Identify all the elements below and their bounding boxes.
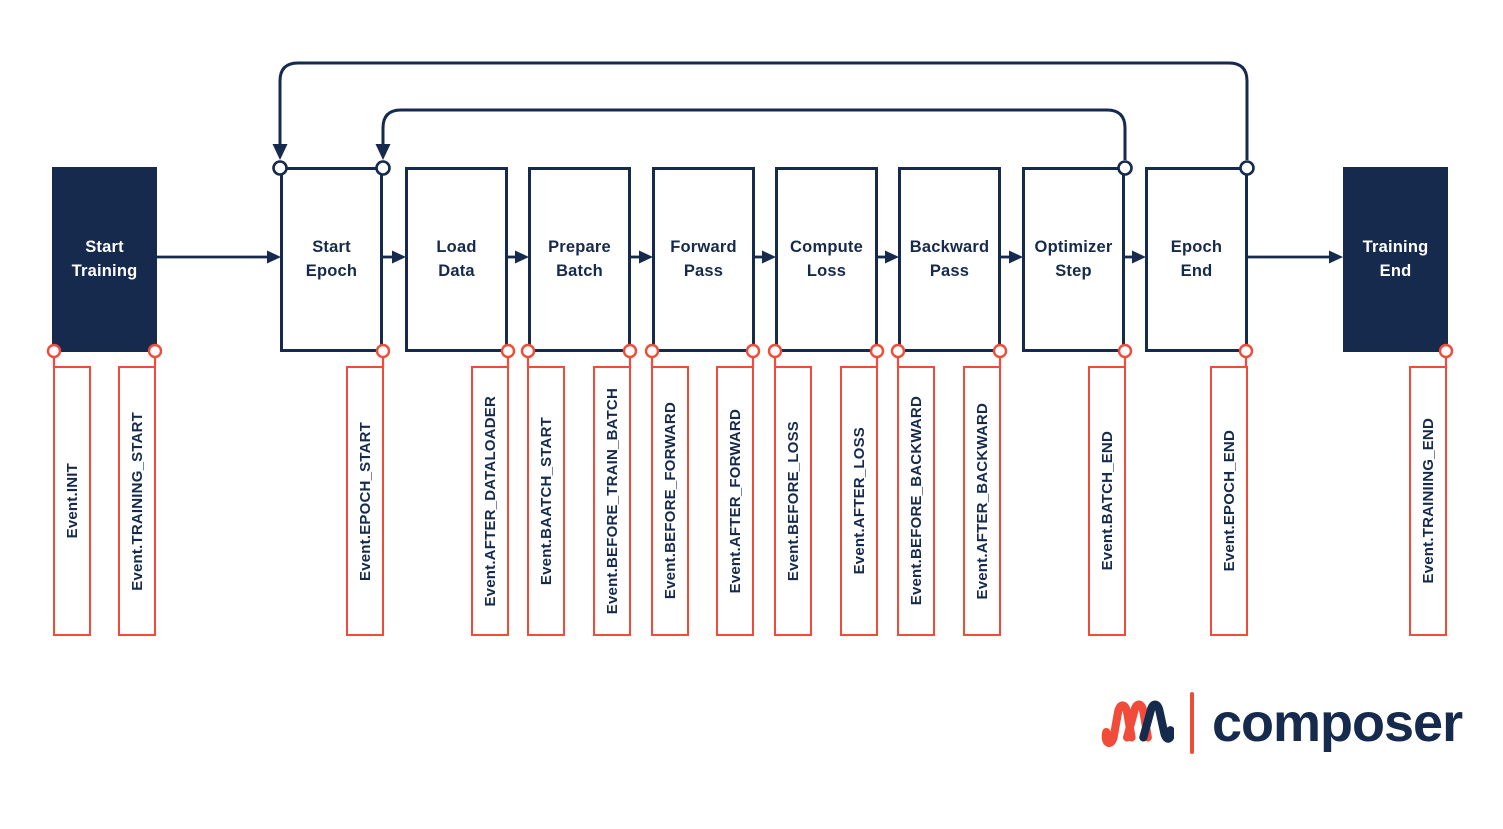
event-label-text: Event.INIT [63, 463, 81, 539]
arrowhead-right [639, 250, 653, 264]
flow-box-forward-pass: Forward Pass [652, 167, 755, 352]
flow-box-start-epoch: Start Epoch [280, 167, 383, 352]
event-label-after-loss: Event.AFTER_LOSS [840, 366, 878, 636]
arrowhead-right [392, 250, 406, 264]
event-label-text: Event.BEFORE_BACKWARD [907, 396, 925, 606]
event-label-text: Event.BAATCH_START [537, 416, 555, 586]
event-label-text: Event.EPOCH_END [1220, 430, 1238, 572]
event-label-text: Event.AFTER_BACKWARD [973, 402, 991, 600]
arrowhead-right [885, 250, 899, 264]
event-label-text: Event.AFTER_FORWARD [726, 408, 744, 594]
flow-box-optimizer-step: Optimizer Step [1022, 167, 1125, 352]
event-label-text: Event.TRAINIING_END [1419, 418, 1437, 584]
event-label-init: Event.INIT [53, 366, 91, 636]
event-label-text: Event.EPOCH_START [356, 421, 374, 581]
composer-wordmark: composer [1212, 693, 1463, 753]
flow-box-label: Start Epoch [305, 237, 358, 280]
event-label-before-loss: Event.BEFORE_LOSS [774, 366, 812, 636]
flow-box-label: Compute Loss [790, 237, 863, 280]
flow-box-label: Epoch End [1170, 237, 1223, 280]
event-label-text: Event.BEFORE_TRAIN_BATCH [603, 387, 621, 615]
arrowhead-right [762, 250, 776, 264]
event-label-text: Event.AFTER_DATALOADER [481, 395, 499, 607]
arrowhead-right [515, 250, 529, 264]
flow-box-compute-loss: Compute Loss [775, 167, 878, 352]
flow-box-label: Forward Pass [670, 237, 737, 280]
flow-box-label: Training End [1362, 237, 1429, 280]
arrowhead-right [1132, 250, 1146, 264]
flow-box-label: Prepare Batch [548, 237, 611, 280]
flow-box-label: Start Training [71, 237, 138, 280]
arrowhead-right [267, 250, 281, 264]
event-label-text: Event.TRAINING_START [128, 411, 146, 591]
flow-box-start-training: Start Training [52, 167, 157, 352]
arrowhead-right [1009, 250, 1023, 264]
event-label-before-backward: Event.BEFORE_BACKWARD [897, 366, 935, 636]
event-label-text: Event.BEFORE_LOSS [784, 420, 802, 582]
loop-arrow-batch [375, 108, 1127, 160]
event-label-after-forward: Event.AFTER_FORWARD [716, 366, 754, 636]
flow-box-epoch-end: Epoch End [1145, 167, 1248, 352]
event-label-text: Event.BATCH_END [1098, 431, 1116, 571]
composer-logo: composer [1100, 688, 1463, 758]
event-label-training-start: Event.TRAINING_START [118, 366, 156, 636]
flow-box-load-data: Load Data [405, 167, 508, 352]
event-label-baatch-start: Event.BAATCH_START [527, 366, 565, 636]
event-label-before-train-batch: Event.BEFORE_TRAIN_BATCH [593, 366, 631, 636]
event-label-text: Event.AFTER_LOSS [850, 427, 868, 575]
flow-box-label: Load Data [436, 237, 477, 280]
event-label-before-forward: Event.BEFORE_FORWARD [651, 366, 689, 636]
event-label-epoch-end: Event.EPOCH_END [1210, 366, 1248, 636]
event-label-batch-end: Event.BATCH_END [1088, 366, 1126, 636]
flow-box-label: Optimizer Step [1034, 237, 1113, 280]
composer-logomark-icon [1101, 700, 1174, 748]
flow-box-label: Backward Pass [909, 237, 990, 280]
event-label-trainiing-end: Event.TRAINIING_END [1409, 366, 1447, 636]
event-label-after-backward: Event.AFTER_BACKWARD [963, 366, 1001, 636]
flow-box-prepare-batch: Prepare Batch [528, 167, 631, 352]
flow-box-training-end: Training End [1343, 167, 1448, 352]
loop-arrow-epoch [272, 61, 1249, 160]
logo-divider [1190, 692, 1194, 754]
event-label-epoch-start: Event.EPOCH_START [346, 366, 384, 636]
arrowhead-right [1329, 250, 1343, 264]
event-label-after-dataloader: Event.AFTER_DATALOADER [471, 366, 509, 636]
event-label-text: Event.BEFORE_FORWARD [661, 402, 679, 600]
arrowhead-down [375, 144, 391, 160]
arrowhead-down [272, 144, 288, 160]
flow-box-backward-pass: Backward Pass [898, 167, 1001, 352]
